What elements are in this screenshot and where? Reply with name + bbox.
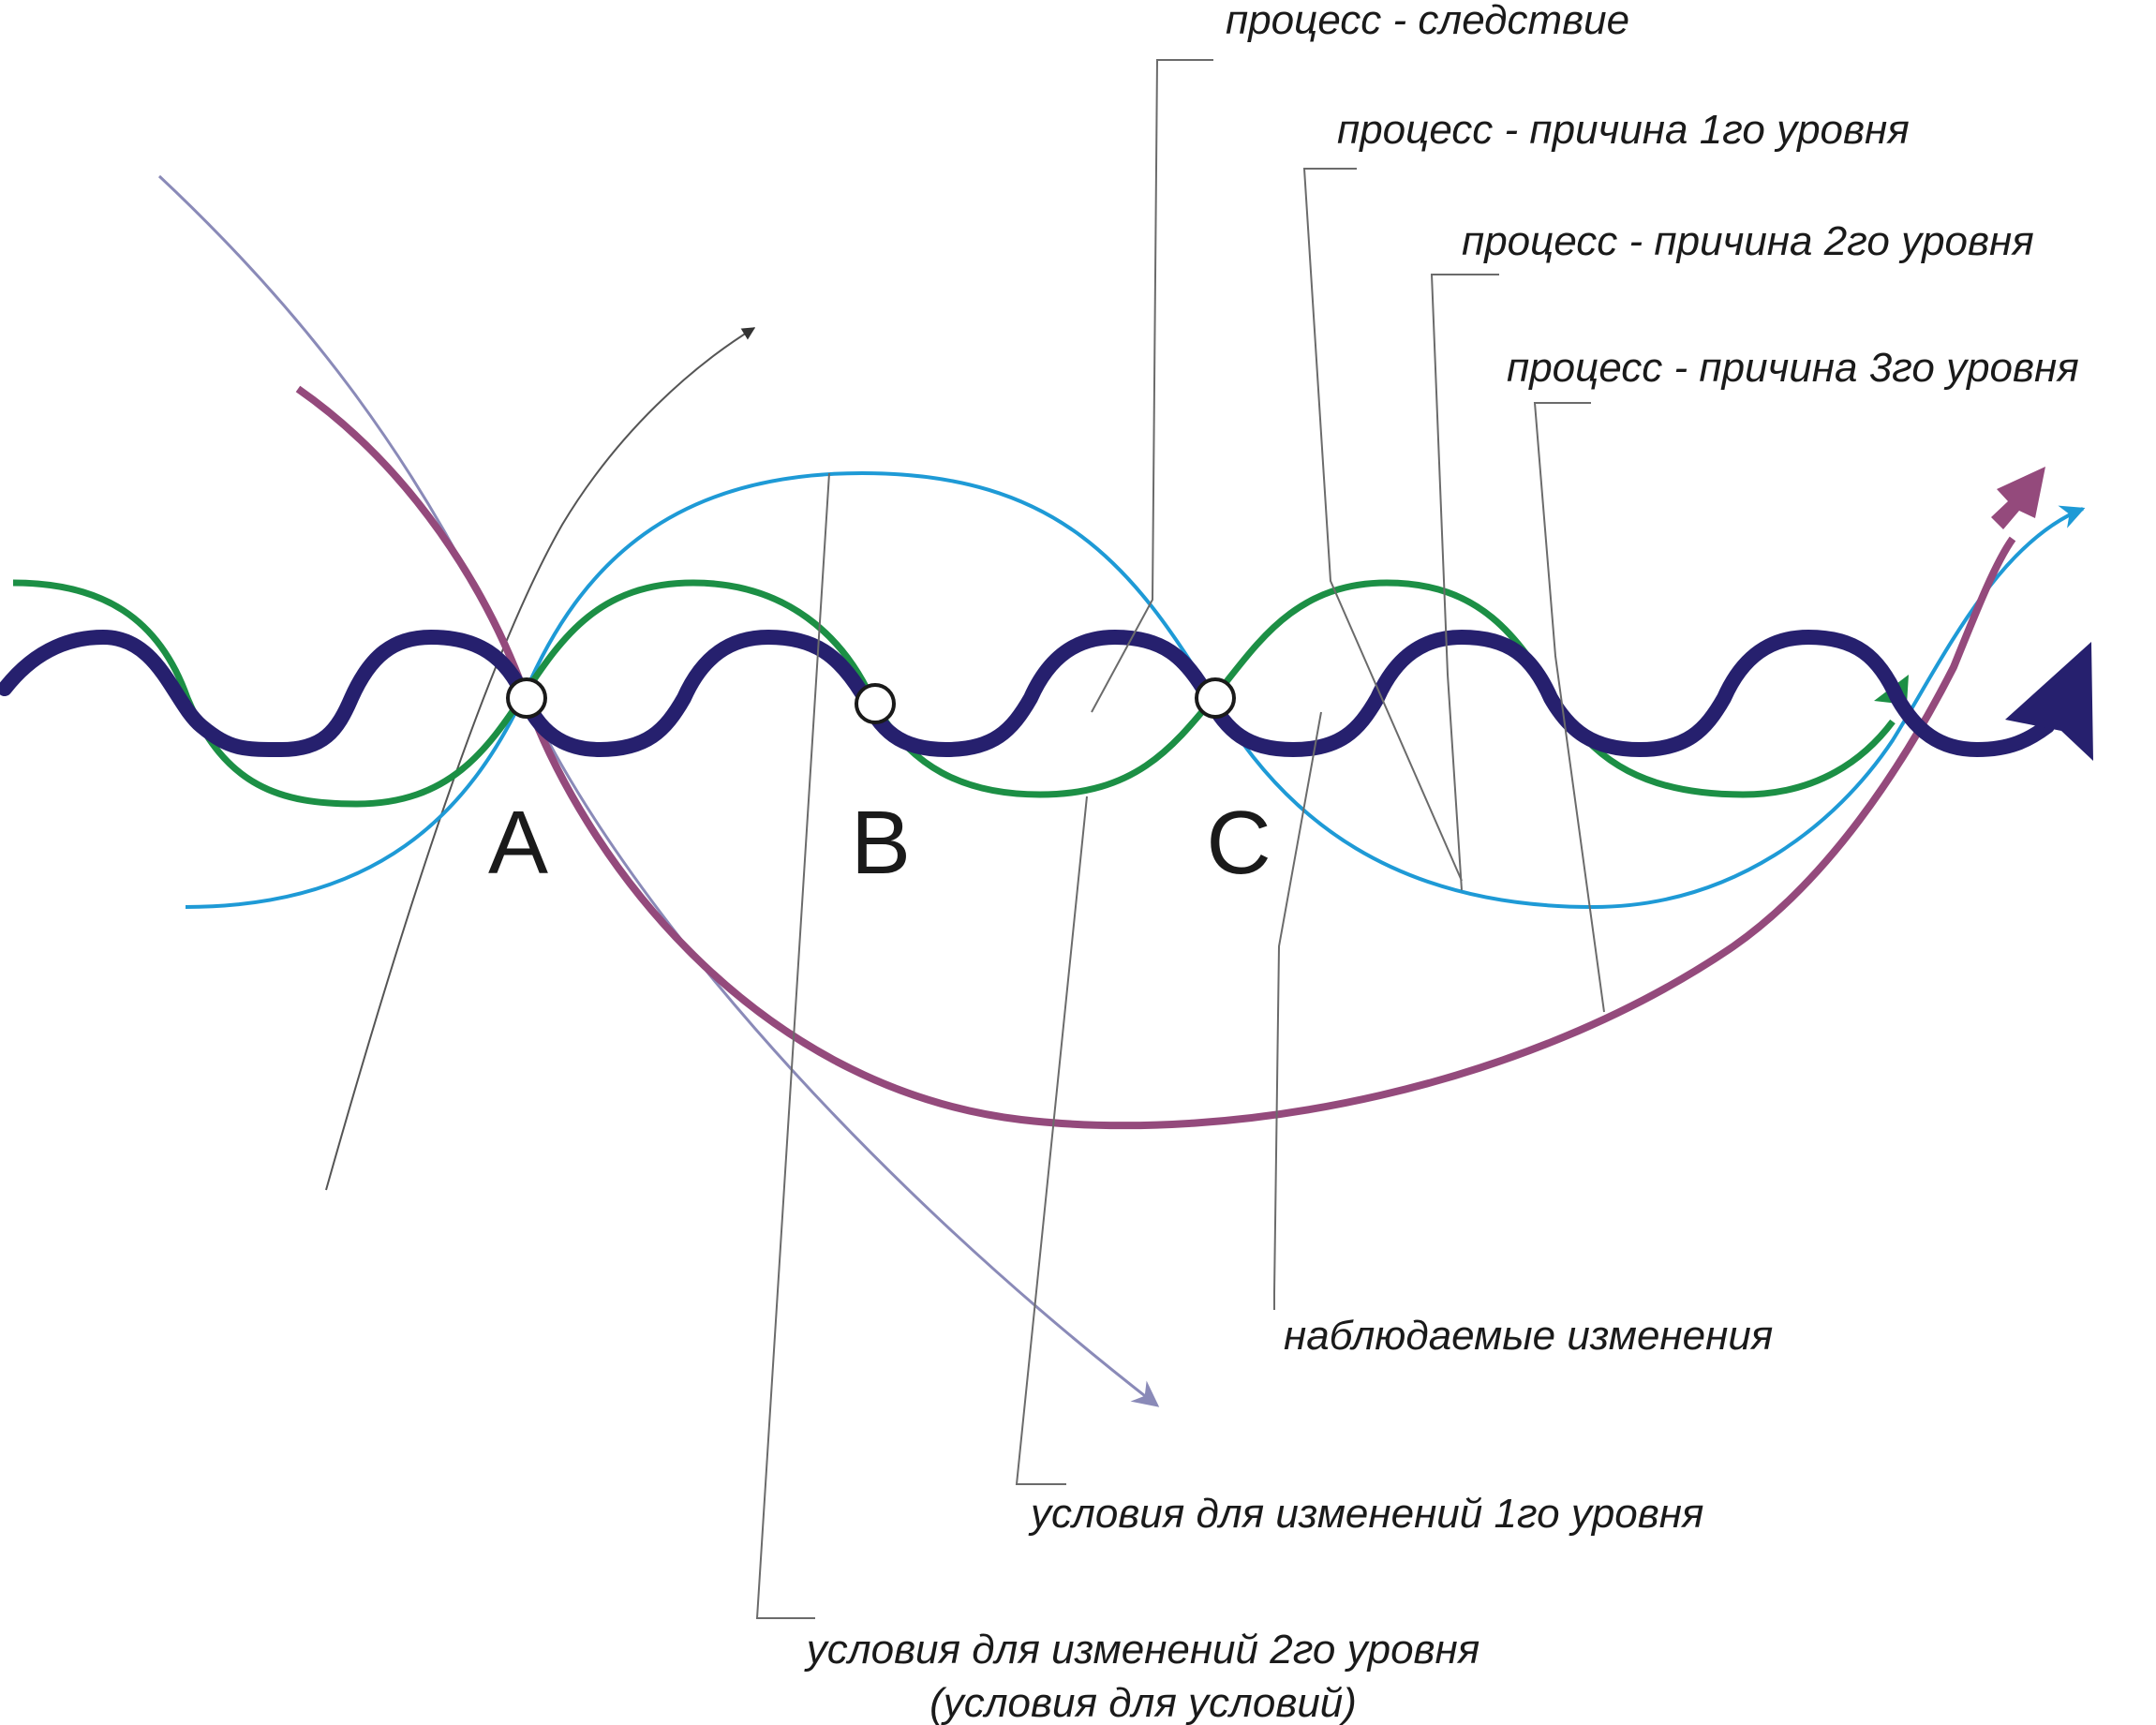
node-a (506, 677, 547, 719)
label-cause2: процесс - причина 2го уровня (1462, 218, 2034, 264)
point-label-a: A (488, 793, 548, 893)
tangent-arrow (325, 327, 756, 1191)
label-cause1: процесс - причина 1го уровня (1337, 107, 1910, 153)
label-observed: наблюдаемые изменения (1284, 1313, 1773, 1359)
leader-cause3 (1533, 402, 1605, 1013)
node-c (1195, 677, 1236, 719)
leader-cause2 (1430, 274, 1499, 891)
consequence-arrowhead (2005, 642, 2093, 761)
point-label-b: B (851, 793, 911, 893)
leader-cause1 (1302, 168, 1463, 882)
leader-cond2 (755, 472, 830, 1619)
cause2-curve (185, 470, 2086, 910)
label-consequence: процесс - следствие (1226, 0, 1629, 43)
point-label-c: C (1206, 793, 1271, 893)
label-cond2-line1: условия для изменений 2го уровня (804, 1627, 1479, 1673)
cause1-curve (12, 579, 1896, 808)
leader-cond1 (1015, 796, 1088, 1485)
cause3-arrowhead (1991, 467, 2045, 529)
leader-consequence (1091, 59, 1213, 713)
label-cond2-line2: (условия для условий) (929, 1680, 1357, 1725)
consequence-curve (0, 629, 2055, 758)
leader-observed (1273, 711, 1322, 1310)
label-cond1: условия для изменений 1го уровня (1028, 1491, 1703, 1537)
label-cause3: процесс - причина 3го уровня (1507, 345, 2079, 391)
node-b (855, 683, 896, 724)
